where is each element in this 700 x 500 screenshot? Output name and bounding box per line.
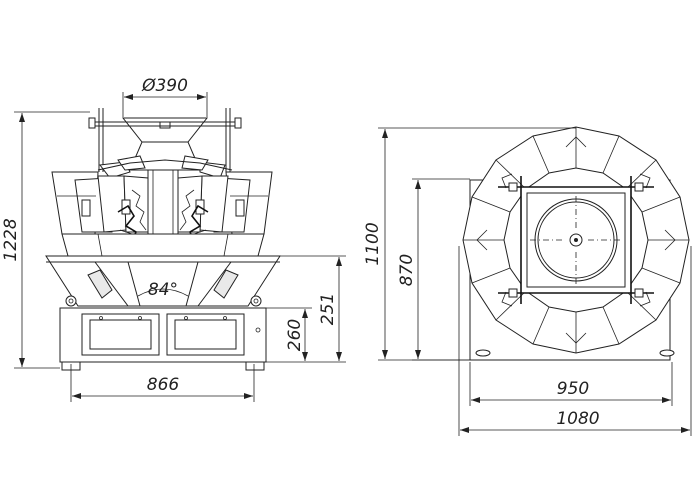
front-dimensions: Ø390 1228 866 84° 260 251	[1, 76, 346, 402]
top-view	[462, 126, 690, 361]
collecting-chute	[45, 255, 281, 307]
frame-width-label: 950	[557, 379, 589, 399]
overall-width-label: 1080	[556, 409, 599, 429]
base-width-label: 866	[147, 375, 180, 395]
height-260-label: 260	[285, 319, 305, 351]
lower-body-band	[61, 233, 265, 257]
overall-length-label: 1100	[363, 222, 383, 265]
front-view	[45, 108, 281, 371]
hopper-diameter-label: Ø390	[141, 76, 188, 96]
base-frame	[59, 307, 267, 371]
top-dimensions: 1100 870 950 1080	[363, 127, 692, 436]
feed-pans	[97, 155, 233, 179]
overall-height-label: 1228	[1, 218, 21, 261]
chute-angle-label: 84°	[148, 280, 178, 300]
support-rings	[65, 295, 262, 307]
center-cone	[530, 196, 622, 284]
frame-length-label: 870	[397, 254, 417, 286]
top-view-feet	[475, 349, 675, 357]
bucket-wedges	[476, 136, 676, 344]
height-251-label: 251	[318, 293, 338, 325]
top-hopper	[88, 108, 242, 172]
weighing-buckets	[51, 171, 273, 251]
